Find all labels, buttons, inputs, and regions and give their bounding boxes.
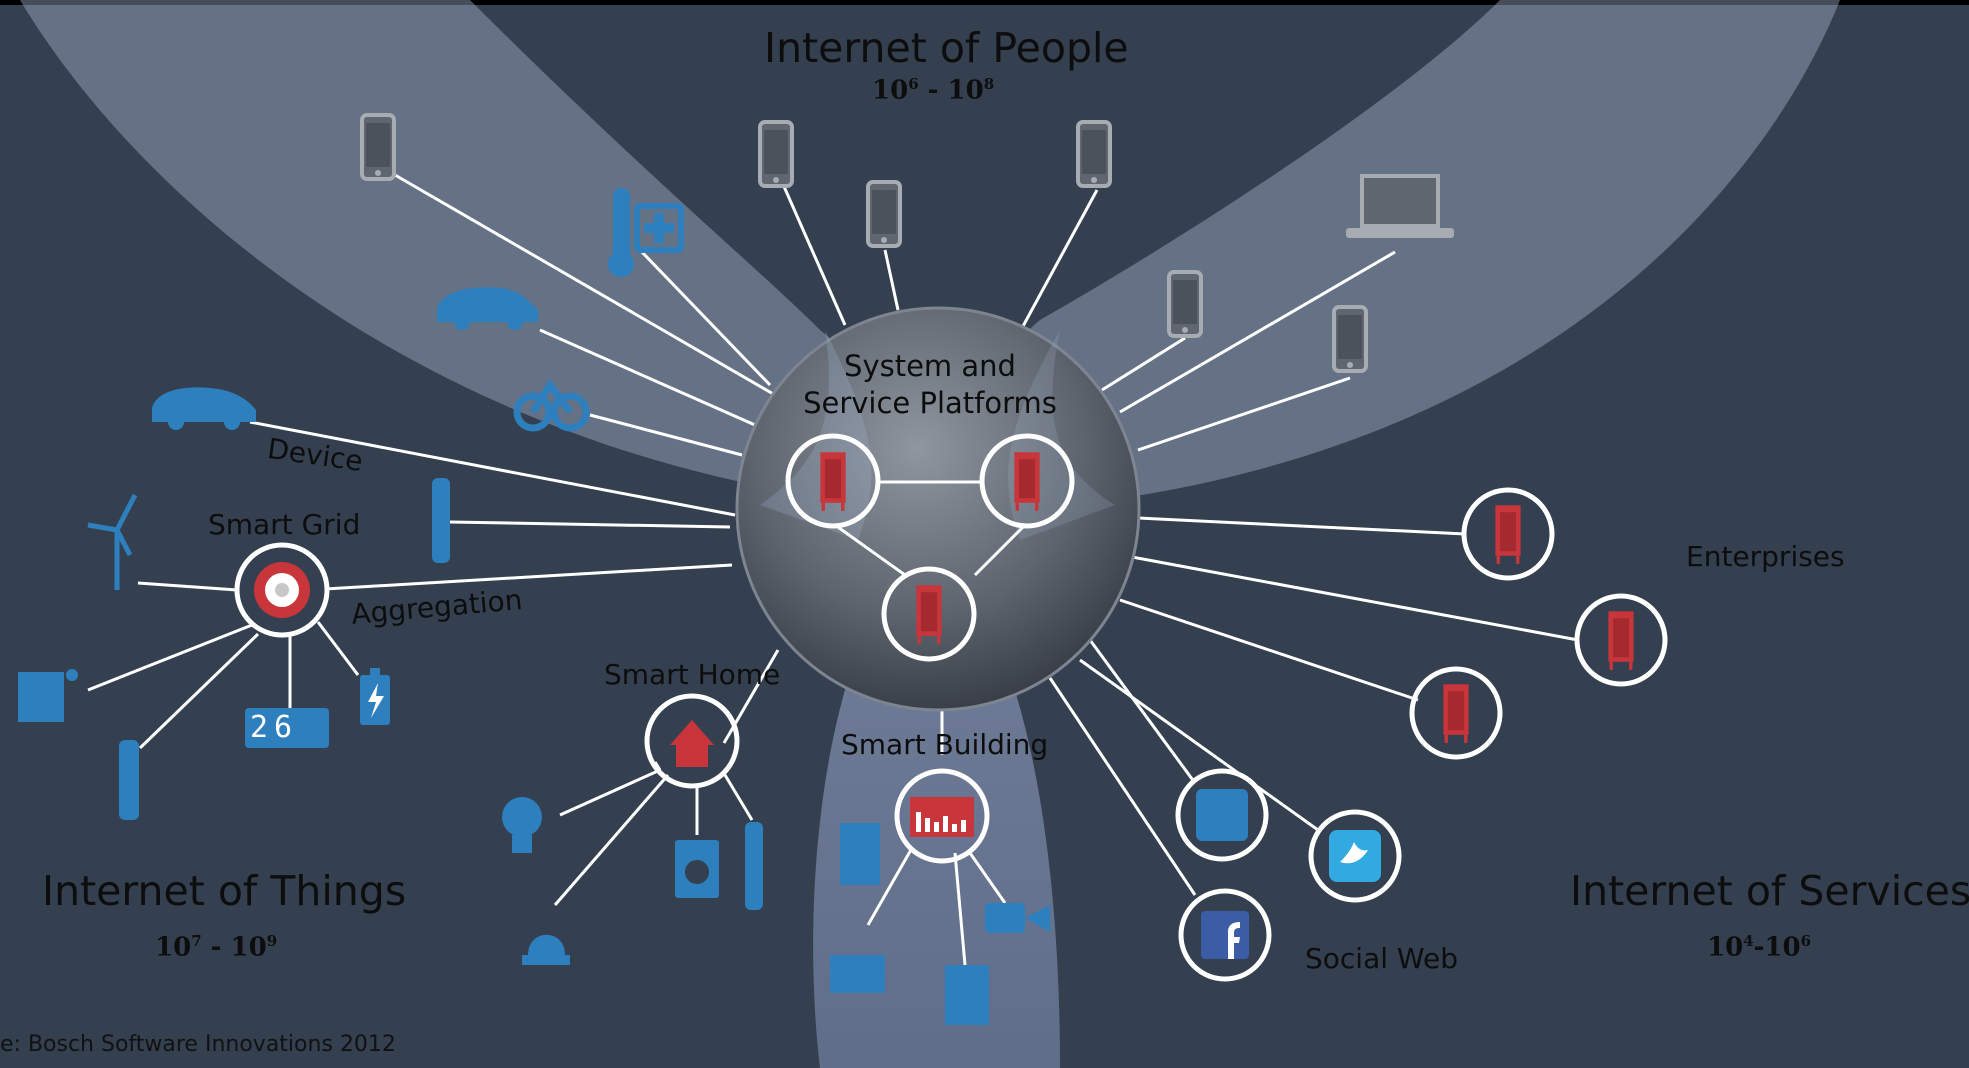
smart-grid-label: Smart Grid xyxy=(208,508,361,541)
server-icon xyxy=(1014,452,1040,511)
social-web-label: Social Web xyxy=(1305,942,1458,975)
facebook-node[interactable] xyxy=(1178,888,1272,982)
alarm-light-icon xyxy=(522,934,570,965)
house-icon xyxy=(670,720,714,767)
connector-lines xyxy=(87,131,1579,966)
range-exp-hi: 9 xyxy=(266,932,278,950)
twitter-node[interactable] xyxy=(1308,809,1402,903)
solar-panel-icon xyxy=(18,669,78,722)
range-base-lo: 10 xyxy=(872,75,909,106)
smartphone-icon xyxy=(1076,120,1112,188)
smartphone-icon xyxy=(1167,270,1203,338)
center-title-line1: System and xyxy=(844,349,1016,383)
server-icon xyxy=(1495,505,1521,564)
range-separator: - xyxy=(201,932,231,963)
smart-building-label: Smart Building xyxy=(841,728,1049,761)
server-icon xyxy=(916,585,942,644)
range-exp-lo: 6 xyxy=(908,75,919,93)
internet-of-things-range: 107 - 109 xyxy=(155,932,277,963)
range-base-hi: 10 xyxy=(947,75,984,106)
source-caption: e: Bosch Software Innovations 2012 xyxy=(0,1032,396,1057)
google-plus-icon xyxy=(1196,789,1248,841)
freezer-icon xyxy=(945,965,989,1025)
meter-icon xyxy=(245,708,329,748)
enterprise-node-1[interactable] xyxy=(1461,487,1555,581)
range-base-lo: 10 xyxy=(155,932,192,963)
smartphone-icon xyxy=(758,120,794,188)
internet-of-services-title: Internet of Services xyxy=(1570,867,1969,915)
bicycle-icon xyxy=(513,378,590,432)
center-server-node-right[interactable] xyxy=(979,433,1075,529)
smart-home-node[interactable] xyxy=(644,693,740,789)
internet-of-services-range: 104-106 xyxy=(1707,932,1811,963)
range-separator: - xyxy=(1753,932,1765,963)
range-exp-hi: 8 xyxy=(983,75,995,93)
sensor-icon xyxy=(119,740,139,820)
laptop-icon xyxy=(1346,174,1454,238)
electric-car-icon xyxy=(437,287,538,330)
internet-of-people-range: 106 - 108 xyxy=(872,75,994,106)
platform-sphere xyxy=(735,306,1141,712)
center-title: System and Service Platforms xyxy=(780,348,1080,422)
smart-home-label: Smart Home xyxy=(604,658,781,691)
meter-reading: 26 xyxy=(250,710,299,745)
range-exp-hi: 6 xyxy=(1800,932,1812,950)
server-icon xyxy=(820,452,846,511)
enterprises-label: Enterprises xyxy=(1686,540,1845,573)
battery-icon xyxy=(360,668,390,725)
camera-icon xyxy=(985,903,1050,933)
center-server-node-bottom[interactable] xyxy=(881,566,977,662)
server-icon xyxy=(1608,611,1634,670)
thermometer-medical-icon xyxy=(608,188,684,277)
enterprise-node-2[interactable] xyxy=(1574,593,1668,687)
range-base-hi: 10 xyxy=(230,932,267,963)
google-plus-node[interactable] xyxy=(1175,768,1269,862)
range-separator: - xyxy=(918,75,948,106)
sensor-icon xyxy=(745,822,763,910)
washing-machine-icon xyxy=(675,840,719,898)
door-icon xyxy=(840,823,880,885)
sensor-icon xyxy=(432,478,450,563)
internet-of-things-title: Internet of Things xyxy=(42,867,407,915)
smart-building-node[interactable] xyxy=(894,768,990,864)
center-title-line2: Service Platforms xyxy=(803,386,1057,420)
platform-links xyxy=(834,480,1027,577)
smartphone-icon xyxy=(1332,305,1368,373)
car-icon xyxy=(152,387,256,430)
people-services-lobe xyxy=(995,0,1840,510)
top-edge xyxy=(0,0,1969,5)
range-base-lo: 10 xyxy=(1707,932,1744,963)
smartphone-icon xyxy=(866,180,902,248)
light-bulb-icon xyxy=(502,797,542,853)
internet-of-people-title: Internet of People xyxy=(764,24,1129,72)
radiator-icon xyxy=(830,955,885,993)
people-things-lobe xyxy=(20,0,858,500)
center-server-node-left[interactable] xyxy=(785,433,881,529)
range-exp-lo: 4 xyxy=(1743,932,1754,950)
smart-grid-node[interactable] xyxy=(234,542,330,638)
server-icon xyxy=(1443,684,1469,743)
enterprise-node-3[interactable] xyxy=(1409,666,1503,760)
range-base-hi: 10 xyxy=(1764,932,1801,963)
wind-turbine-icon xyxy=(87,493,138,590)
smartphone-icon xyxy=(360,113,396,181)
range-exp-lo: 7 xyxy=(191,932,202,950)
facebook-icon xyxy=(1201,911,1249,959)
